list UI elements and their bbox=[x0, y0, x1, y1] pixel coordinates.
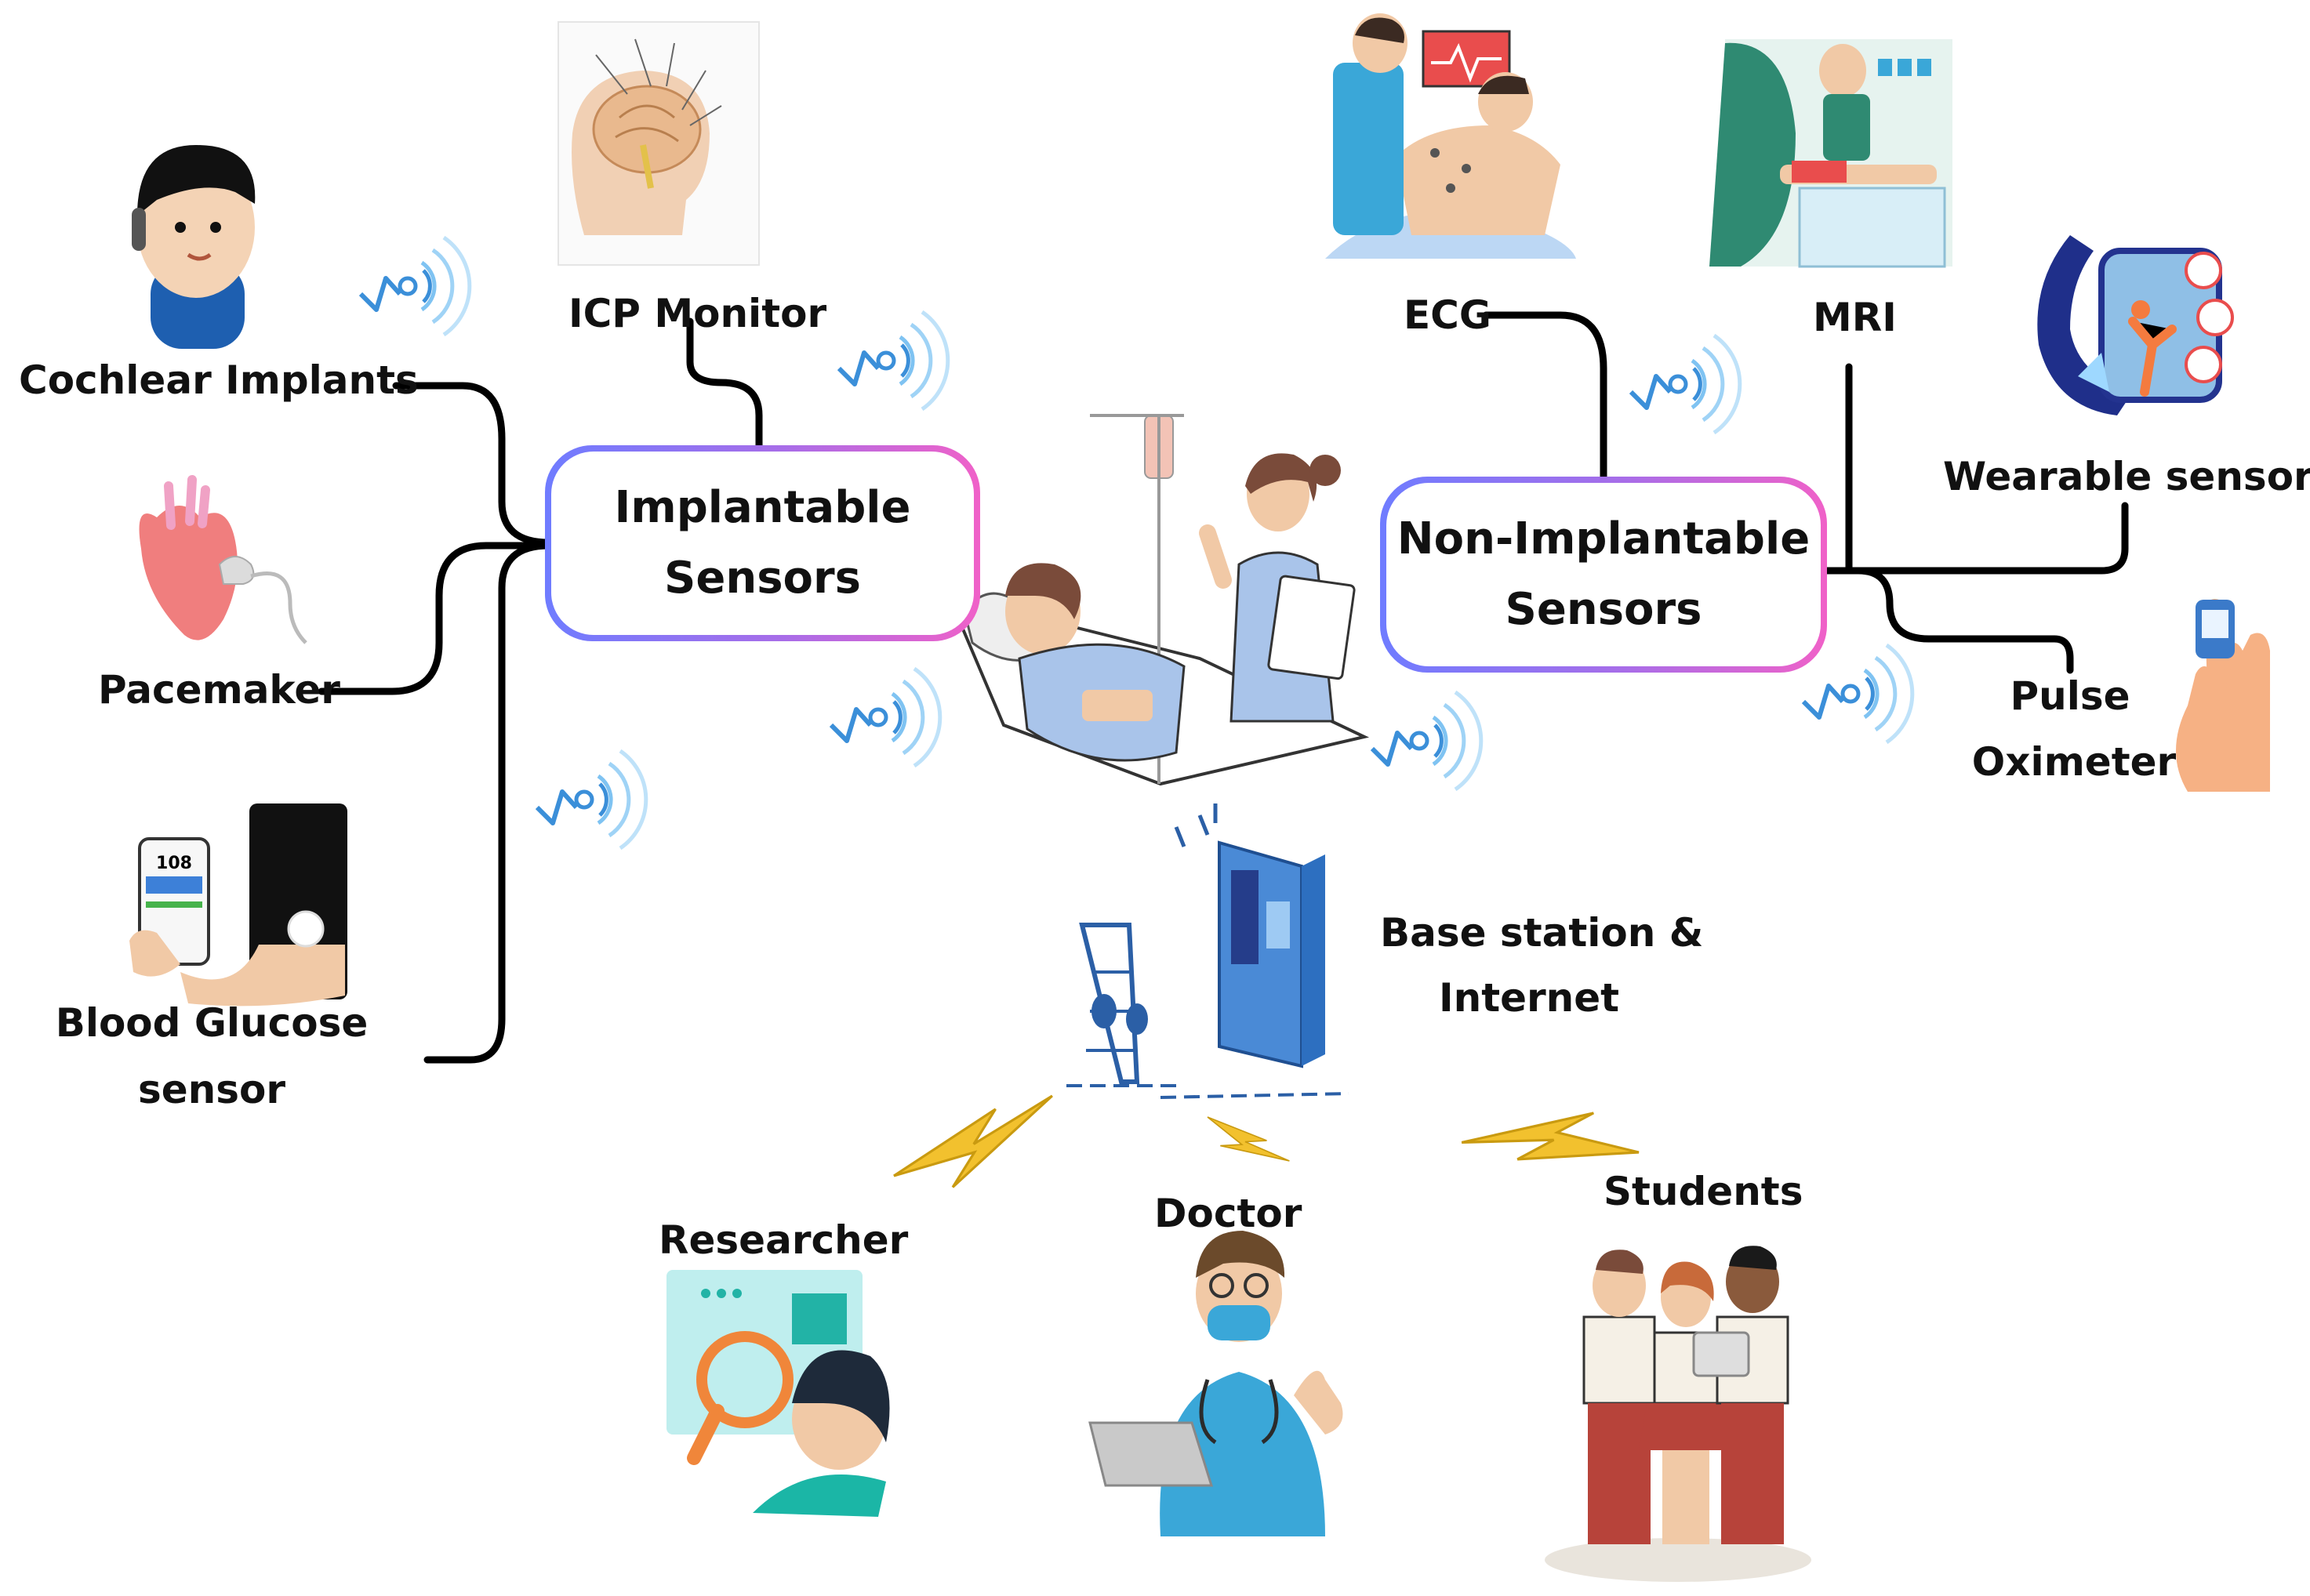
wearable-sensor-illustration bbox=[2037, 235, 2234, 415]
hub-label-line1: Non-Implantable bbox=[1397, 513, 1811, 565]
pacemaker-label: Pacemaker bbox=[98, 667, 340, 713]
cochlear-device-icon bbox=[132, 208, 146, 251]
icp-monitor-label: ICP Monitor bbox=[568, 291, 827, 336]
pacemaker-illustration bbox=[139, 475, 307, 644]
implantable-sensors-hub: Implantable Sensors bbox=[545, 445, 980, 641]
students-label: Students bbox=[1604, 1169, 1803, 1214]
researcher-label: Researcher bbox=[659, 1217, 909, 1263]
mri-illustration bbox=[1709, 39, 1952, 268]
blood-glucose-illustration: 108 bbox=[129, 803, 347, 1007]
blood-glucose-label-line2: sensor bbox=[137, 1067, 286, 1112]
pulse-oximeter-label-line2: Oximeter bbox=[1971, 739, 2177, 785]
wireless-signal-icon bbox=[1631, 336, 1740, 433]
wireless-signal-icon bbox=[537, 751, 646, 848]
non-implantable-sensors-hub: Non-Implantable Sensors bbox=[1380, 477, 1827, 673]
ecg-illustration bbox=[1325, 13, 1576, 259]
cochlear-implants-label: Cochlear Implants bbox=[19, 357, 419, 403]
wireless-signal-icon bbox=[1372, 692, 1481, 789]
patient-nurse-illustration bbox=[946, 414, 1370, 786]
wearable-sensors-label: Wearable sensors bbox=[1943, 454, 2310, 499]
hub-label-line2: Sensors bbox=[1505, 584, 1702, 635]
non-implantable-connectors bbox=[1482, 311, 2129, 674]
ecg-label: ECG bbox=[1404, 292, 1491, 338]
doctor-label: Doctor bbox=[1154, 1191, 1302, 1236]
doctor-illustration bbox=[1088, 1231, 1343, 1536]
wireless-signal-icon bbox=[361, 238, 470, 335]
base-station-label-line1: Base station & bbox=[1380, 910, 1704, 956]
pulse-oximeter-label-line1: Pulse bbox=[2010, 673, 2130, 719]
pulse-oximeter-illustration bbox=[2176, 599, 2270, 792]
blood-glucose-label-line1: Blood Glucose bbox=[55, 1000, 369, 1046]
wireless-signal-icon bbox=[831, 669, 940, 766]
implantable-connectors bbox=[318, 317, 763, 1064]
base-station-illustration bbox=[1066, 803, 1349, 1099]
nurse-figure bbox=[1199, 453, 1356, 723]
cochlear-implant-illustration bbox=[132, 145, 256, 349]
students-illustration bbox=[1545, 1246, 1811, 1582]
hub-label-line1: Implantable bbox=[614, 482, 911, 534]
lightning-icon bbox=[887, 1094, 1061, 1194]
base-station-label-line2: Internet bbox=[1439, 975, 1620, 1021]
hub-label-line2: Sensors bbox=[664, 553, 861, 604]
icp-monitor-illustration bbox=[558, 21, 760, 266]
researcher-illustration bbox=[666, 1270, 890, 1517]
glucose-reading: 108 bbox=[156, 854, 192, 873]
mri-label: MRI bbox=[1813, 295, 1897, 340]
wireless-signal-icon bbox=[839, 312, 948, 409]
wireless-signal-icon bbox=[1803, 645, 1912, 742]
lightning-icon bbox=[1200, 1094, 1291, 1190]
